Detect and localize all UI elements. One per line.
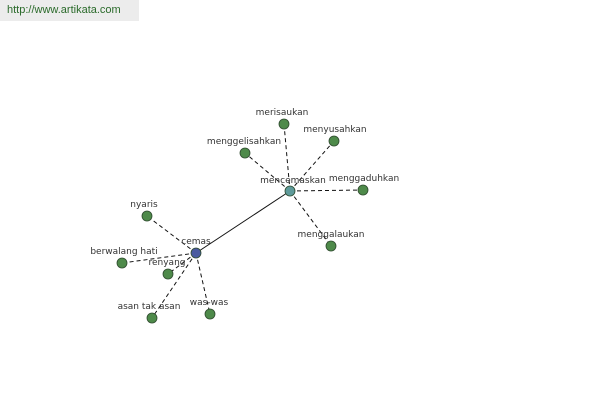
leaf-label-merisaukan: merisaukan: [256, 108, 309, 118]
edge-mencemaskan-menggaduhkan: [289, 189, 364, 192]
hub-node-cemas[interactable]: [190, 247, 202, 259]
leaf-node-merisaukan[interactable]: [278, 118, 290, 130]
edge-cemas-berwalang-hati: [121, 252, 197, 264]
leaf-node-renyang[interactable]: [162, 268, 174, 280]
leaf-label-asan-tak-asan: asan tak asan: [118, 302, 181, 312]
edge-mencemaskan-merisaukan: [283, 123, 291, 192]
leaf-node-asan-tak-asan[interactable]: [146, 312, 158, 324]
edge-cemas-was-was: [195, 252, 211, 315]
edge-cemas-asan-tak-asan: [151, 252, 197, 319]
leaf-node-was-was[interactable]: [204, 308, 216, 320]
leaf-label-menyusahkan: menyusahkan: [303, 125, 366, 135]
hub-label-mencemaskan: mencemaskan: [260, 176, 326, 186]
leaf-label-was-was: was-was: [190, 298, 229, 308]
leaf-node-berwalang-hati[interactable]: [116, 257, 128, 269]
leaf-label-menggaduhkan: menggaduhkan: [329, 174, 399, 184]
edge-cemas-renyang: [167, 252, 197, 275]
leaf-label-menggalaukan: menggalaukan: [298, 230, 365, 240]
leaf-label-nyaris: nyaris: [130, 200, 158, 210]
leaf-node-nyaris[interactable]: [141, 210, 153, 222]
leaf-node-menggaduhkan[interactable]: [357, 184, 369, 196]
leaf-label-berwalang-hati: berwalang hati: [90, 247, 157, 257]
edge-mencemaskan-menggelisahkan: [244, 152, 291, 192]
leaf-label-menggelisahkan: menggelisahkan: [207, 137, 281, 147]
leaf-node-menggalaukan[interactable]: [325, 240, 337, 252]
edge-cemas-mencemaskan: [195, 190, 291, 254]
hub-node-mencemaskan[interactable]: [284, 185, 296, 197]
edge-mencemaskan-menggalaukan: [289, 190, 332, 247]
leaf-node-menggelisahkan[interactable]: [239, 147, 251, 159]
hub-label-cemas: cemas: [181, 237, 211, 247]
leaf-node-menyusahkan[interactable]: [328, 135, 340, 147]
watermark-url: http://www.artikata.com: [0, 0, 139, 21]
leaf-label-renyang: renyang: [148, 258, 185, 268]
edge-cemas-nyaris: [146, 215, 197, 254]
